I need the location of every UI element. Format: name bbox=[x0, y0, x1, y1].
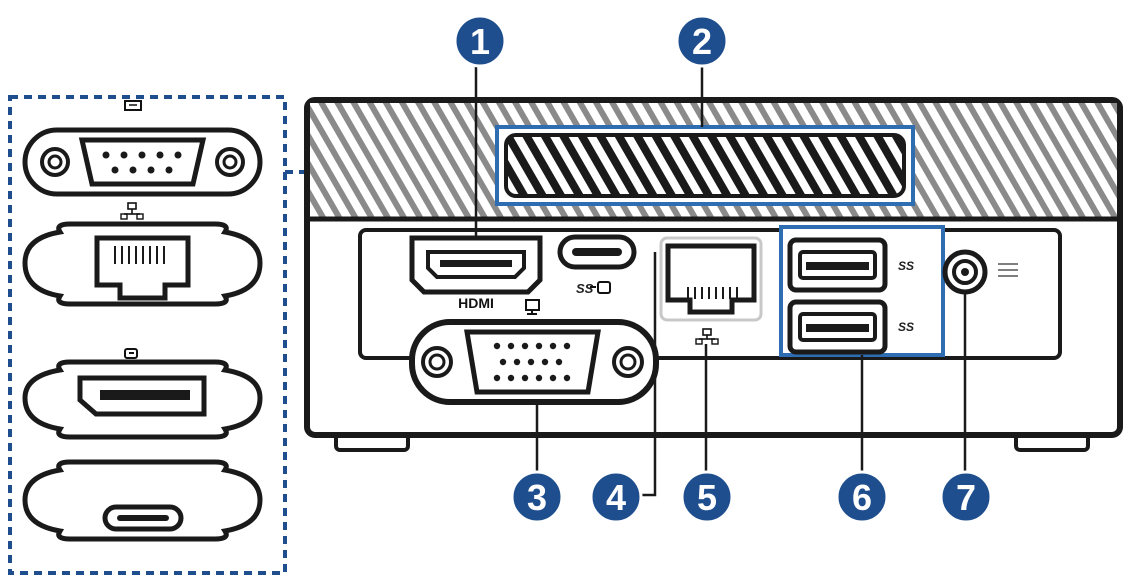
displayport-alt-mode-icon bbox=[590, 281, 611, 294]
usb-c-port: SS bbox=[557, 234, 637, 296]
callout-3: 3 bbox=[510, 470, 564, 524]
usb-a-label-2: SS bbox=[898, 320, 914, 334]
lan-network-icon bbox=[695, 328, 719, 345]
leader-lines bbox=[474, 62, 967, 497]
svg-text:2: 2 bbox=[692, 21, 712, 62]
svg-text:4: 4 bbox=[606, 477, 626, 518]
callout-6: 6 bbox=[835, 470, 889, 524]
dc-polarity-icon bbox=[998, 263, 1018, 277]
monitor-icon bbox=[525, 299, 540, 315]
serial-port-option bbox=[22, 100, 263, 197]
usb-a-ports: SS SS bbox=[779, 225, 945, 357]
usb-c-label: SS bbox=[576, 281, 594, 296]
lan-port bbox=[659, 236, 763, 345]
thunderbolt-option bbox=[22, 459, 263, 542]
air-vent bbox=[495, 125, 915, 206]
displayport-option bbox=[22, 348, 263, 440]
usb-a-label-1: SS bbox=[898, 259, 914, 273]
svg-text:1: 1 bbox=[470, 21, 490, 62]
callout-1: 1 bbox=[453, 14, 507, 68]
callout-7: 7 bbox=[939, 470, 993, 524]
hdmi-label: HDMI bbox=[458, 295, 494, 311]
lan-port-option bbox=[22, 202, 263, 307]
serial-port-icon bbox=[124, 100, 142, 111]
network-icon bbox=[120, 202, 144, 220]
svg-text:3: 3 bbox=[527, 477, 547, 518]
optional-ports-frame bbox=[8, 95, 287, 575]
displayport-icon bbox=[124, 348, 138, 359]
svg-text:7: 7 bbox=[956, 477, 976, 518]
hdmi-port: HDMI bbox=[409, 235, 543, 311]
svg-text:6: 6 bbox=[852, 477, 872, 518]
svg-text:5: 5 bbox=[697, 477, 717, 518]
callout-2: 2 bbox=[675, 14, 729, 68]
callout-4: 4 bbox=[589, 470, 643, 524]
vga-port bbox=[409, 299, 659, 405]
callout-5: 5 bbox=[680, 470, 734, 524]
dc-in-jack bbox=[942, 249, 1018, 295]
